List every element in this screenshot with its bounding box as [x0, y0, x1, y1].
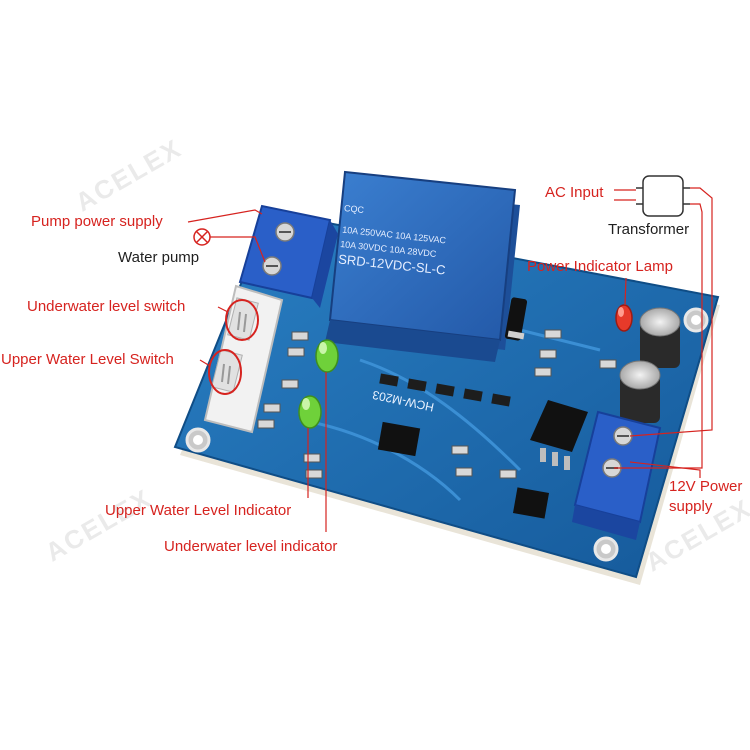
- label-12v-supply: supply: [669, 498, 713, 515]
- pump-terminal-block: [238, 204, 338, 308]
- callout-lines: [187, 187, 713, 532]
- water-pump-icon: [193, 228, 211, 246]
- smd-resistors: [257, 329, 617, 479]
- transformer-symbol: [636, 175, 690, 217]
- label-underwater-level-indicator: Underwater level indicator: [164, 538, 338, 555]
- label-power-indicator-lamp: Power Indicator Lamp: [527, 258, 673, 275]
- capacitors: [619, 307, 681, 423]
- level-switch-connectors: [203, 284, 284, 434]
- label-ac-input: AC Input: [545, 184, 604, 201]
- label-underwater-level-switch: Underwater level switch: [27, 298, 186, 315]
- diode: [504, 297, 528, 341]
- label-upper-water-level-switch: Upper Water Level Switch: [1, 351, 174, 368]
- transistors: [379, 373, 511, 407]
- relay-brand-text: CQC: [343, 202, 365, 216]
- relay: [325, 170, 520, 362]
- upper-switch-highlight: [208, 349, 242, 395]
- underwater-switch-highlight: [225, 299, 259, 341]
- power-led: [615, 304, 633, 332]
- voltage-regulator: [512, 400, 588, 519]
- ic-chip: [377, 421, 421, 457]
- green-leds: [298, 339, 339, 429]
- power-terminal-block: [572, 410, 662, 540]
- label-transformer: Transformer: [608, 221, 690, 238]
- label-12v-power: 12V Power: [669, 478, 743, 495]
- label-pump-power-supply: Pump power supply: [31, 213, 163, 230]
- label-water-pump: Water pump: [118, 249, 200, 266]
- label-upper-water-level-indicator: Upper Water Level Indicator: [105, 502, 292, 519]
